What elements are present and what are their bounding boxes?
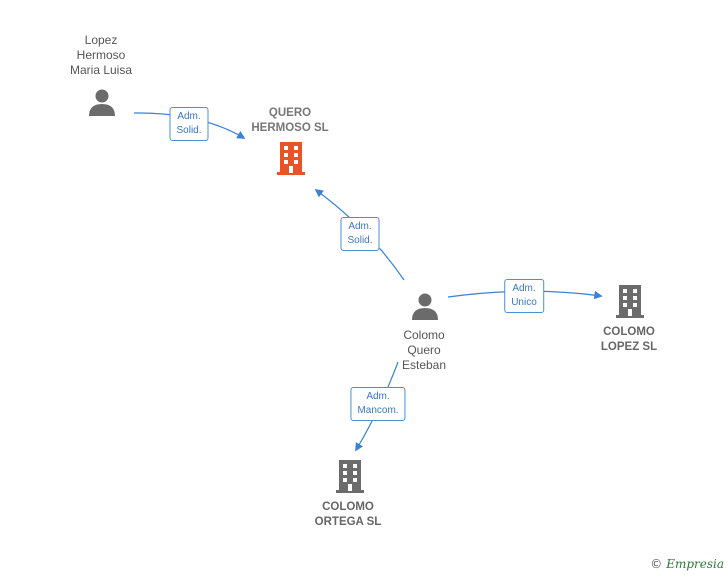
- node-label-colomo-ortega[interactable]: COLOMO ORTEGA SL: [314, 501, 382, 528]
- building-icon[interactable]: [277, 142, 305, 175]
- node-label-colomo-lopez[interactable]: COLOMO LOPEZ SL: [600, 326, 658, 353]
- person-icon[interactable]: [412, 293, 438, 321]
- building-icon[interactable]: [336, 460, 364, 493]
- brand-logo: ©Empresia: [650, 557, 724, 571]
- node-label-colomo-quero[interactable]: Colomo Quero Esteban: [401, 328, 447, 372]
- node-label-quero-hermoso[interactable]: QUERO HERMOSO SL: [251, 107, 329, 134]
- person-icon[interactable]: [89, 89, 115, 117]
- edge-label-lopez-quero: Adm. Solid.: [169, 107, 209, 141]
- node-label-lopez-hermoso[interactable]: Lopez Hermoso Maria Luisa: [69, 33, 133, 77]
- building-icon[interactable]: [616, 285, 644, 318]
- edge-label-colomo-lopez: Adm. Unico: [504, 279, 544, 313]
- edge-label-colomo-ortega: Adm. Mancom.: [350, 387, 406, 421]
- copyright-icon: ©: [650, 557, 663, 571]
- edge-label-colomo-quero: Adm. Solid.: [340, 217, 380, 251]
- brand-name: Empresia: [666, 557, 724, 571]
